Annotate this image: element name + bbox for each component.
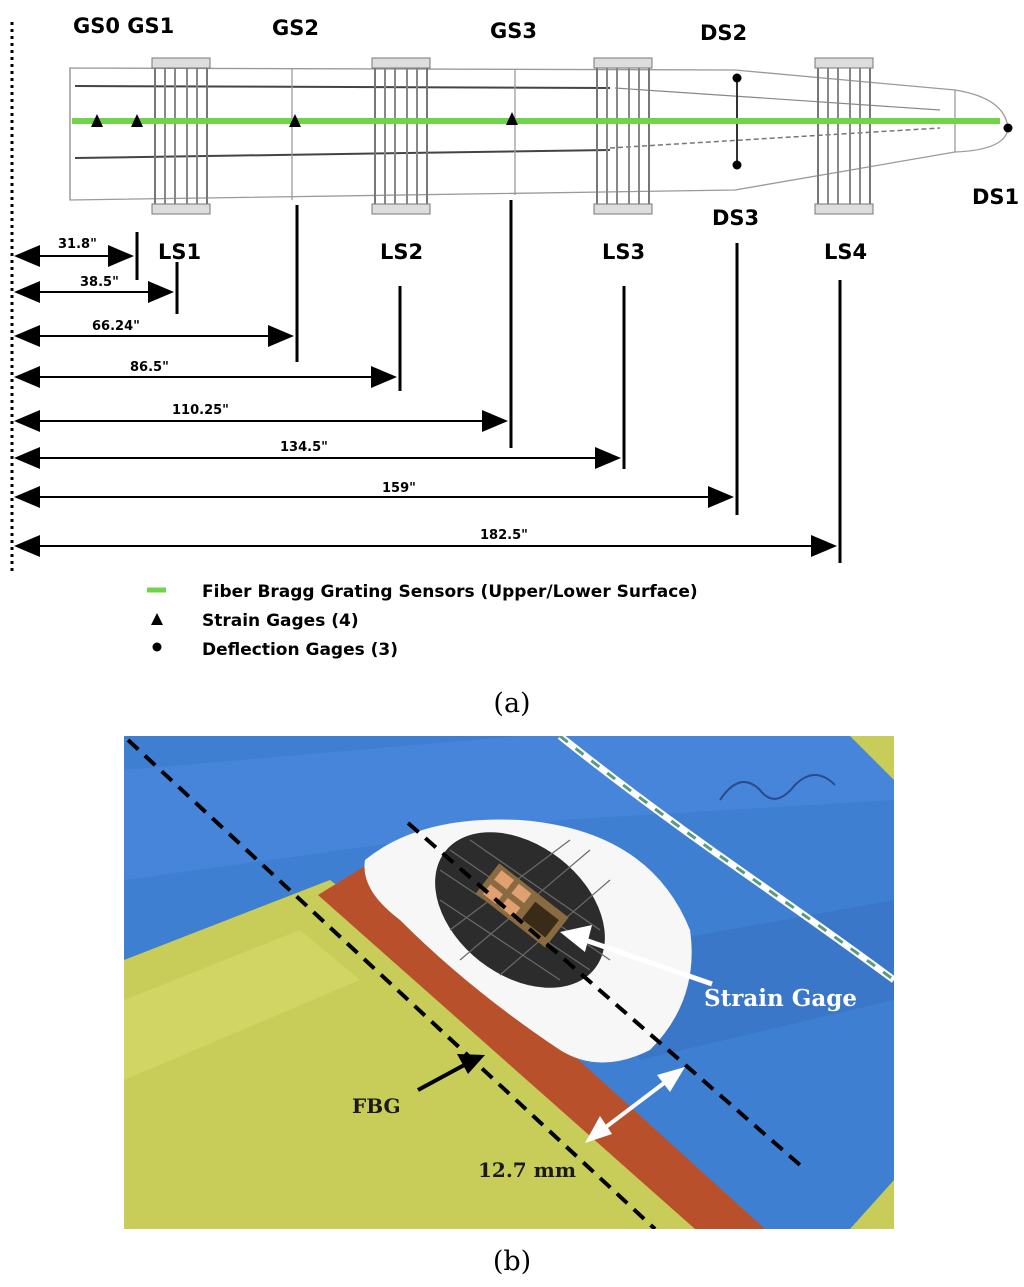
gage-centerline (406, 821, 802, 1167)
label-ds1: DS1 (972, 185, 1019, 209)
fbg-centerline (126, 738, 657, 1229)
legend-deflection-label: Deflection Gages (3) (202, 640, 398, 660)
dimension-66-24: 66.24" (14, 319, 294, 347)
svg-text:182.5": 182.5" (480, 528, 528, 543)
label-gs2: GS2 (272, 16, 319, 40)
svg-text:38.5": 38.5" (80, 275, 119, 290)
deflection-gage-ds1-icon (1003, 123, 1013, 133)
strain-gage-gs0-icon (91, 114, 103, 127)
dimension-86-5: 86.5" (14, 360, 397, 388)
label-gs3: GS3 (490, 19, 537, 43)
wing-planform (69, 67, 1009, 201)
panel-a: GS0 GS1 GS2 GS3 DS2 DS1 LS1 LS2 LS3 DS3 … (10, 14, 1019, 719)
svg-text:159": 159" (382, 481, 416, 496)
legend: Fiber Bragg Grating Sensors (Upper/Lower… (147, 582, 698, 660)
label-ls4: LS4 (824, 240, 867, 264)
legend-strain-label: Strain Gages (4) (202, 611, 359, 631)
label-spacing: 12.7 mm (478, 1158, 576, 1182)
caption-a: (a) (493, 688, 530, 719)
label-ls2: LS2 (380, 240, 423, 264)
load-saddle-1 (151, 57, 211, 215)
load-saddle-2 (371, 57, 431, 215)
deflection-gage-ds2-icon (732, 73, 742, 83)
label-ds3: DS3 (712, 206, 759, 230)
legend-triangle-icon (151, 613, 163, 625)
dimension-159: 159" (14, 481, 734, 508)
label-gs0-gs1: GS0 GS1 (73, 14, 174, 38)
label-ls3: LS3 (602, 240, 645, 264)
caption-b: (b) (493, 1246, 531, 1277)
strain-gage-gs2-icon (289, 114, 301, 127)
strain-gage-gs1-icon (131, 114, 143, 127)
legend-fbg-label: Fiber Bragg Grating Sensors (Upper/Lower… (202, 582, 698, 602)
svg-text:31.8": 31.8" (58, 237, 97, 252)
svg-text:110.25": 110.25" (172, 403, 229, 418)
dimension-38-5: 38.5" (14, 275, 174, 303)
legend-dot-icon (152, 642, 162, 652)
panel-b-photo: Strain Gage FBG 12.7 mm (124, 736, 894, 1229)
load-saddle-4 (814, 57, 874, 215)
fbg-strip (318, 866, 765, 1229)
svg-text:66.24": 66.24" (92, 319, 140, 334)
svg-text:134.5": 134.5" (280, 440, 328, 455)
strain-gage-gs3-icon (506, 112, 518, 125)
dimension-31-8: 31.8" (14, 237, 134, 267)
label-fbg: FBG (352, 1094, 401, 1118)
dimension-110-25: 110.25" (14, 403, 508, 432)
svg-text:86.5": 86.5" (130, 360, 169, 375)
label-ls1: LS1 (158, 240, 201, 264)
load-saddle-3 (593, 57, 653, 215)
dimension-134-5: 134.5" (14, 440, 621, 469)
deflection-gage-ds3-icon (732, 160, 742, 170)
label-ds2: DS2 (700, 21, 747, 45)
label-strain-gage: Strain Gage (704, 985, 857, 1012)
dimension-182-5: 182.5" (14, 528, 837, 557)
